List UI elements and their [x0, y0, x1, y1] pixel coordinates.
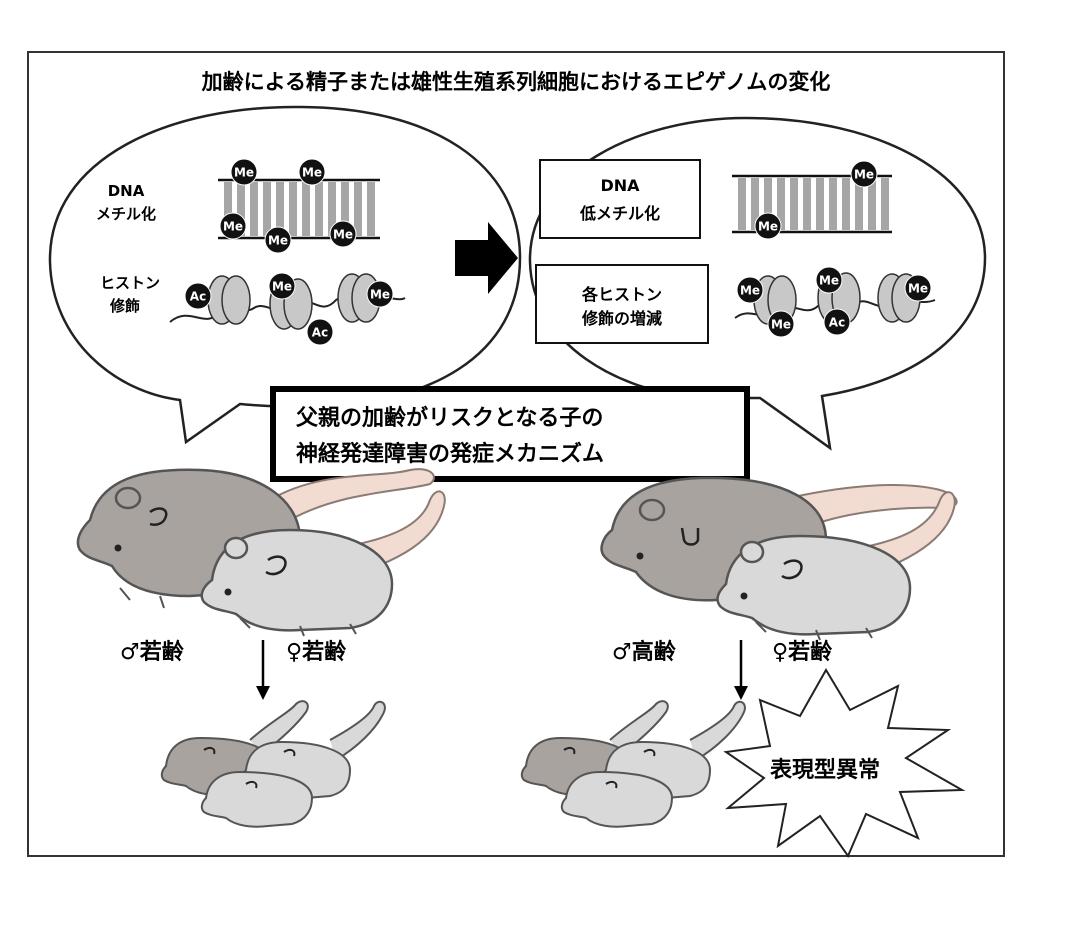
mechanism-box [270, 386, 750, 482]
dna-rung [341, 182, 349, 236]
left-histone-label-line1: ヒストン [100, 274, 161, 292]
dna-rung [777, 178, 785, 230]
mark-label: Me [234, 166, 254, 180]
left-parent-mice [76, 468, 446, 637]
mark-label: Me [819, 274, 839, 288]
right-male-label: ♂高齢 [612, 640, 676, 665]
right-dna-label-line2: 低メチル化 [579, 204, 660, 223]
methyl-mark: Me [815, 266, 843, 294]
dna-rung [816, 178, 824, 230]
dna-rung [237, 182, 245, 236]
methyl-mark: Me [264, 226, 292, 254]
dna-rung [315, 182, 323, 236]
dna-rung [367, 182, 375, 236]
right-dna-label-line1: DNA [600, 176, 640, 195]
methyl-mark: Me [230, 158, 258, 186]
dna-rung [855, 178, 863, 230]
dna-rung [276, 182, 284, 236]
methyl-mark: Me [754, 212, 782, 240]
mark-label: Ac [190, 290, 206, 304]
dna-rung [354, 182, 362, 236]
dna-rung [868, 178, 876, 230]
histone-change-box [535, 264, 709, 344]
mark-label: Ac [312, 326, 328, 340]
dna-rung [751, 178, 759, 230]
dna-rung [829, 178, 837, 230]
right-parent-mice [600, 476, 958, 641]
dna-rung [881, 178, 889, 230]
left-histone-label-line2: 修飾 [110, 297, 141, 315]
phenotype-abnormality-label: 表現型異常 [770, 758, 881, 783]
left-dna-label-line2: メチル化 [95, 205, 156, 223]
acetyl-mark: Ac [306, 318, 334, 346]
mark-label: Me [272, 280, 292, 294]
dna-rung [328, 182, 336, 236]
right-histone-label-line1: 各ヒストン [581, 285, 662, 304]
methyl-mark: Me [219, 212, 247, 240]
mark-label: Me [740, 284, 760, 298]
methyl-mark: Me [268, 272, 296, 300]
methyl-mark: Me [736, 276, 764, 304]
left-female-label: ♀若齢 [286, 640, 347, 665]
mark-label: Ac [829, 316, 845, 330]
left-down-arrow [256, 640, 270, 700]
right-down-arrow [734, 640, 748, 700]
mechanism-line2: 神経発達障害の発症メカニズム [296, 442, 605, 467]
left-offspring-mice [160, 700, 386, 828]
dna-rung [790, 178, 798, 230]
right-histone-label-line2: 修飾の増減 [581, 309, 662, 328]
dna-rung [803, 178, 811, 230]
mark-label: Me [333, 228, 353, 242]
dna-rung [302, 182, 310, 236]
dna-rung [224, 182, 232, 236]
left-male-label: ♂若齢 [120, 640, 184, 665]
mark-label: Me [223, 220, 243, 234]
methyl-mark: Me [850, 160, 878, 188]
mark-label: Me [854, 168, 874, 182]
abnormality-burst [723, 668, 966, 859]
methyl-mark: Me [298, 158, 326, 186]
transition-arrow [455, 222, 518, 294]
mechanism-line1: 父親の加齢がリスクとなる子の [296, 406, 604, 431]
mark-label: Me [908, 282, 928, 296]
dna-rung [764, 178, 772, 230]
methyl-mark: Me [904, 274, 932, 302]
mark-label: Me [370, 288, 390, 302]
left-chromatin [169, 273, 406, 330]
acetyl-mark: Ac [184, 282, 212, 310]
right-offspring-mice [520, 700, 746, 828]
methyl-mark: Me [366, 280, 394, 308]
dna-rung [842, 178, 850, 230]
dna-rung [738, 178, 746, 230]
methyl-mark: Me [767, 310, 795, 338]
dna-rung [250, 182, 258, 236]
mark-label: Me [302, 166, 322, 180]
left-dna-label-line1: DNA [107, 182, 145, 200]
diagram-title: 加齢による精子または雄性生殖系列細胞におけるエピゲノムの変化 [201, 70, 831, 94]
dna-rung [263, 182, 271, 236]
dna-hypomethylation-box [539, 159, 701, 239]
mark-label: Me [758, 220, 778, 234]
dna-rung [289, 182, 297, 236]
acetyl-mark: Ac [823, 308, 851, 336]
methyl-mark: Me [329, 220, 357, 248]
mark-label: Me [268, 234, 288, 248]
right-female-label: ♀若齢 [772, 640, 833, 665]
left-dna-ladder [218, 178, 380, 240]
mark-label: Me [771, 318, 791, 332]
